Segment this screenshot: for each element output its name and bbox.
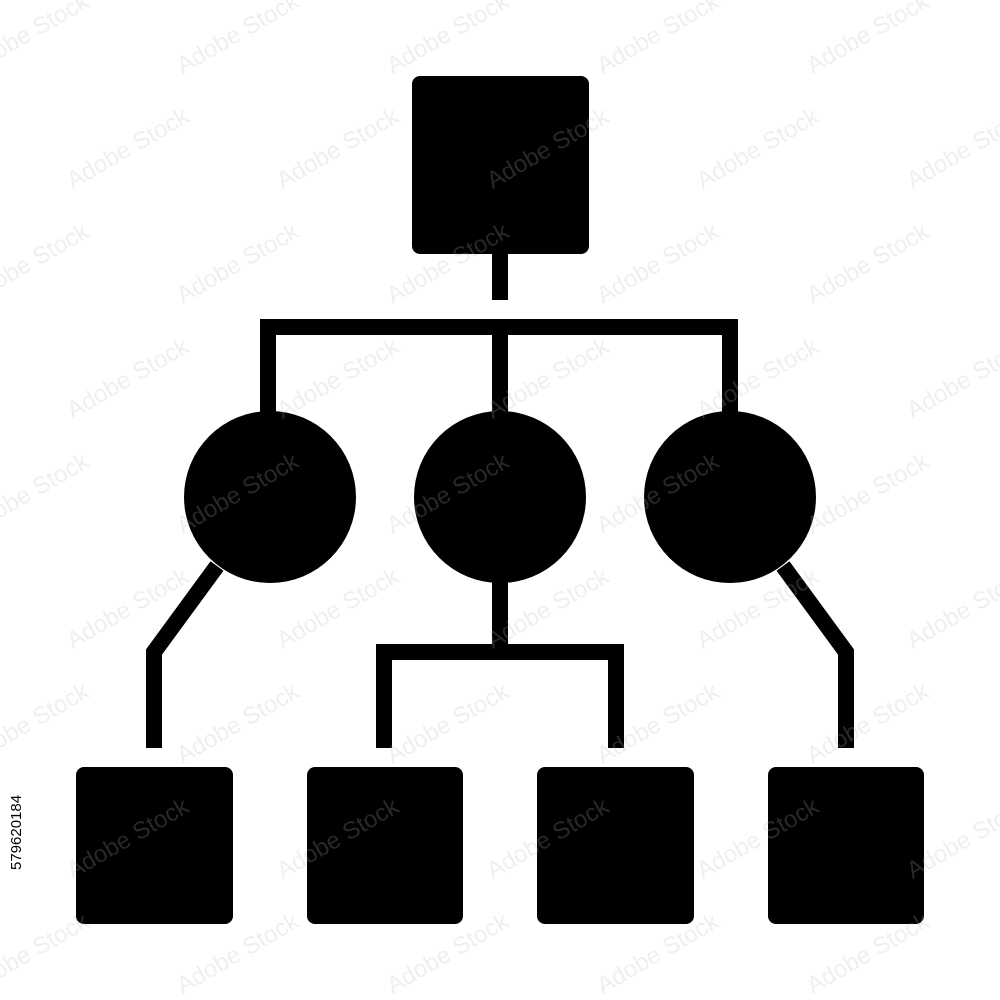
leaf-node-2 — [307, 767, 463, 924]
leaf-node-3 — [537, 767, 694, 924]
leaf-node-1 — [76, 767, 233, 924]
leaf-node-4 — [768, 767, 924, 924]
right-diagonal-connector — [776, 561, 854, 748]
stock-id-label: 579620184 — [8, 794, 25, 870]
connector-lines — [146, 254, 854, 748]
root-node — [412, 76, 589, 254]
right-circle-node — [644, 411, 816, 583]
bottom-bus-line — [376, 644, 624, 748]
left-circle-node — [184, 411, 356, 583]
left-diagonal-connector — [146, 561, 224, 748]
center-circle-node — [414, 411, 586, 583]
